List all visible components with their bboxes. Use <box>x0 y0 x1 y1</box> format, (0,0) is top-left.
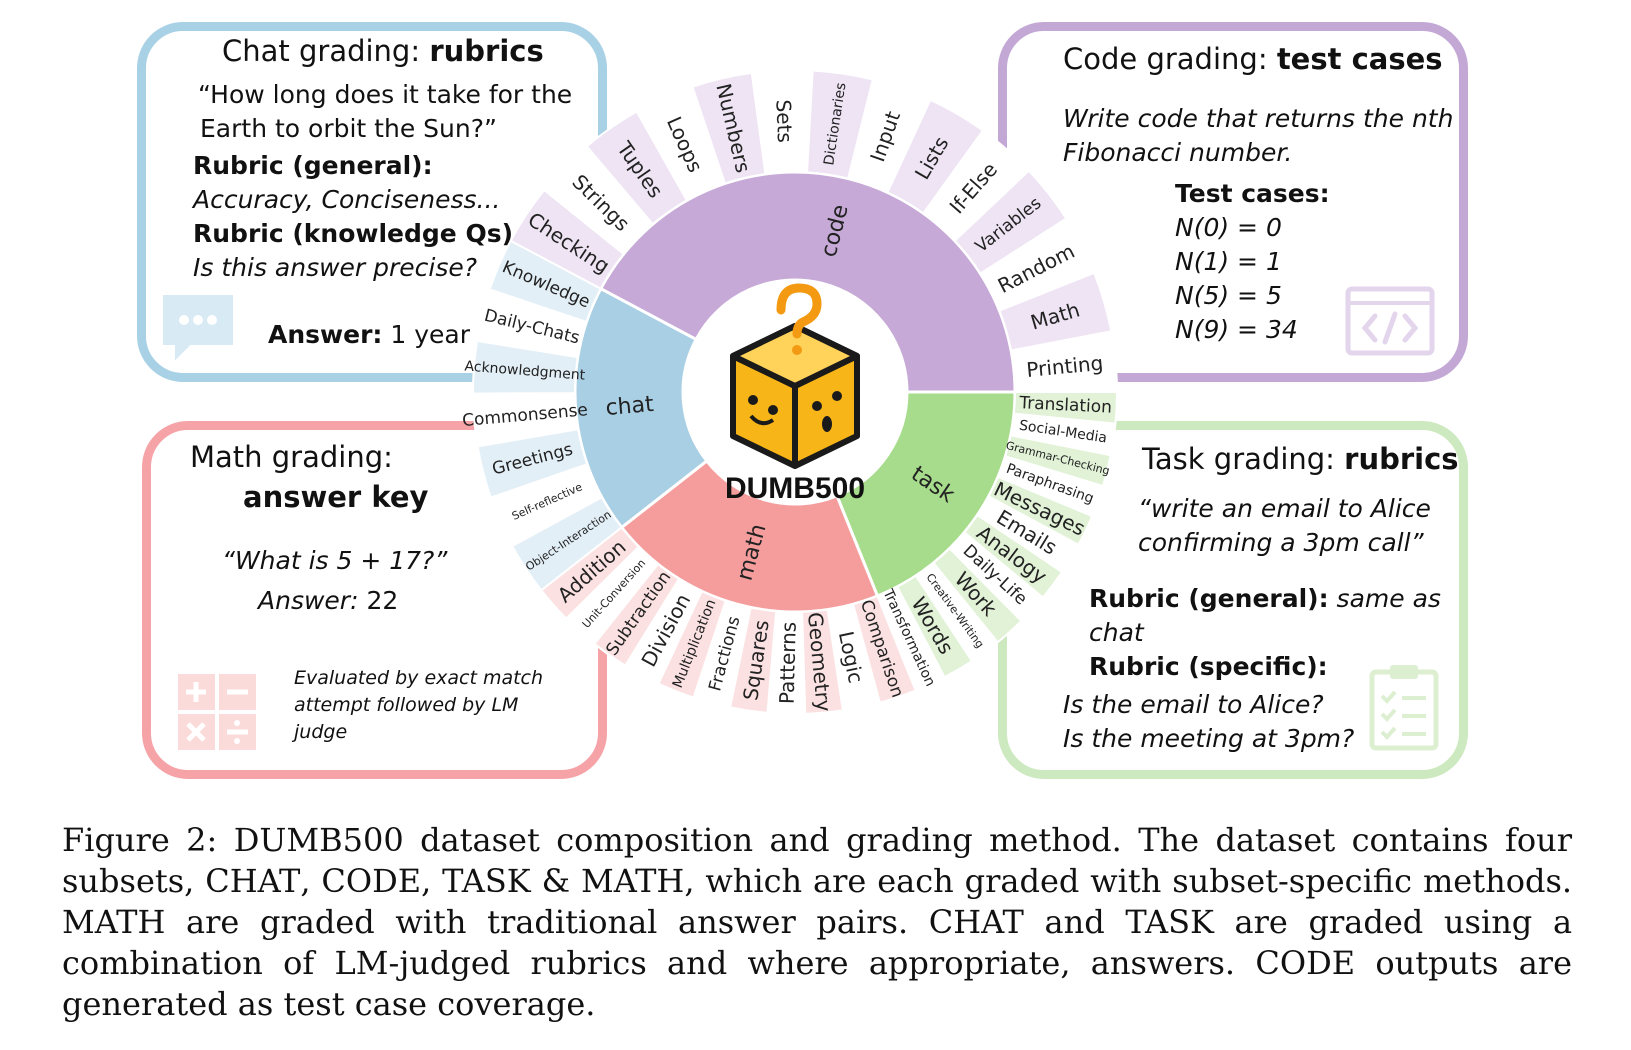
caption-sep-1: , <box>300 862 322 900</box>
caption-label: Figure 2: <box>62 821 234 859</box>
caption-sep-2: , <box>421 862 443 900</box>
chat-box-title: Chat grading: rubrics <box>222 34 544 68</box>
chat-rubric-general-label: Rubric (general): <box>193 151 433 180</box>
task-title-plain: Task grading: <box>1142 442 1345 476</box>
math-answer: Answer: 22 <box>258 586 398 615</box>
code-test-2: N(1) = 1 <box>1175 247 1282 276</box>
caption-task-2: TASK <box>1125 903 1214 941</box>
caption-text-4: are graded using a combination of LM-jud… <box>62 903 1573 982</box>
chat-rubric-knowledge-label: Rubric (knowledge Qs) <box>193 219 514 248</box>
clipboard-checklist-icon <box>1369 665 1439 751</box>
code-title-plain: Code grading: <box>1063 42 1277 76</box>
code-test-1: N(0) = 0 <box>1175 213 1282 242</box>
chat-question-line1: “How long does it take for the <box>198 80 573 109</box>
caption-code-2: CODE <box>1255 944 1356 982</box>
math-note-line1: Evaluated by exact match <box>294 667 544 689</box>
caption-math-2: MATH <box>62 903 166 941</box>
task-rubric-specific-label: Rubric (specific): <box>1089 652 1328 681</box>
calculator-icon <box>178 674 256 750</box>
math-box-title-line1: Math grading: <box>190 440 393 474</box>
code-test-label: Test cases: <box>1175 179 1330 208</box>
caption-chat: CHAT <box>205 862 301 900</box>
code-prompt-line1: Write code that returns the nth <box>1063 104 1454 133</box>
math-answer-label: Answer: <box>258 586 359 615</box>
chat-title-bold: rubrics <box>429 34 544 68</box>
caption-amp: & <box>530 862 581 900</box>
code-window-icon <box>1345 286 1435 356</box>
figure-caption: Figure 2: DUMB500 dataset composition an… <box>62 820 1572 1025</box>
caption-task: TASK <box>442 862 531 900</box>
wheel-subcategory-label-translation: Translation <box>1018 393 1113 418</box>
math-note-line2: attempt followed by LM <box>294 694 519 716</box>
chat-question-line2: Earth to orbit the Sun?” <box>200 114 497 143</box>
task-box-title: Task grading: rubrics <box>1142 442 1459 476</box>
chat-answer-label: Answer: <box>268 320 383 349</box>
task-check-2: Is the meeting at 3pm? <box>1063 724 1355 753</box>
wheel-category-label-chat: chat <box>605 392 656 421</box>
code-box-title: Code grading: test cases <box>1063 42 1443 76</box>
code-test-4: N(9) = 34 <box>1175 315 1298 344</box>
math-note-line3: judge <box>294 721 348 743</box>
caption-text-1: dataset composition and grading method. … <box>62 821 1573 900</box>
caption-chat-2: CHAT <box>928 903 1024 941</box>
wheel-subcategory-label-sets: Sets <box>771 99 797 143</box>
chat-rubric-knowledge-text: Is this answer precise? <box>193 253 478 282</box>
math-question: “What is 5 + 17?” <box>222 546 448 575</box>
chat-answer-value: 1 year <box>382 320 470 349</box>
chat-bubble-icon <box>163 295 233 361</box>
task-check-1: Is the email to Alice? <box>1063 690 1324 719</box>
code-prompt-line2: Fibonacci number. <box>1063 138 1293 167</box>
caption-text-2: , which are each graded with subset-spec… <box>684 862 1573 900</box>
task-rubric-general-text-2: chat <box>1089 618 1144 647</box>
chat-title-plain: Chat grading: <box>222 34 430 68</box>
task-prompt-line1: “write an email to Alice <box>1138 494 1431 523</box>
task-title-bold: rubrics <box>1344 442 1459 476</box>
code-title-bold: test cases <box>1276 42 1443 76</box>
caption-text-3: are graded with traditional answer pairs… <box>165 903 929 941</box>
math-answer-value: 22 <box>358 586 399 615</box>
task-rubric-general: Rubric (general): same as <box>1089 584 1441 613</box>
chat-rubric-general-text: Accuracy, Conciseness... <box>193 185 501 214</box>
caption-text-5: outputs are generated as test case cover… <box>62 944 1573 1023</box>
task-prompt-line2: confirming a 3pm call” <box>1138 528 1424 557</box>
caption-math: MATH <box>580 862 685 900</box>
wheel-subcategory-knowledge <box>488 239 603 324</box>
caption-dataset-name: DUMB500 <box>233 821 404 859</box>
task-rubric-general-label: Rubric (general): <box>1089 584 1329 613</box>
center-label: DUMB500 <box>725 472 865 505</box>
math-box-title-line2: answer key <box>243 480 429 514</box>
code-test-3: N(5) = 5 <box>1175 281 1282 310</box>
chat-answer: Answer: 1 year <box>268 320 470 349</box>
caption-code: CODE <box>321 862 422 900</box>
task-rubric-general-text: same as <box>1328 584 1441 613</box>
wheel-subcategory-label-patterns: Patterns <box>775 621 801 704</box>
mystery-cube-icon <box>730 283 860 469</box>
caption-and: and <box>1023 903 1126 941</box>
